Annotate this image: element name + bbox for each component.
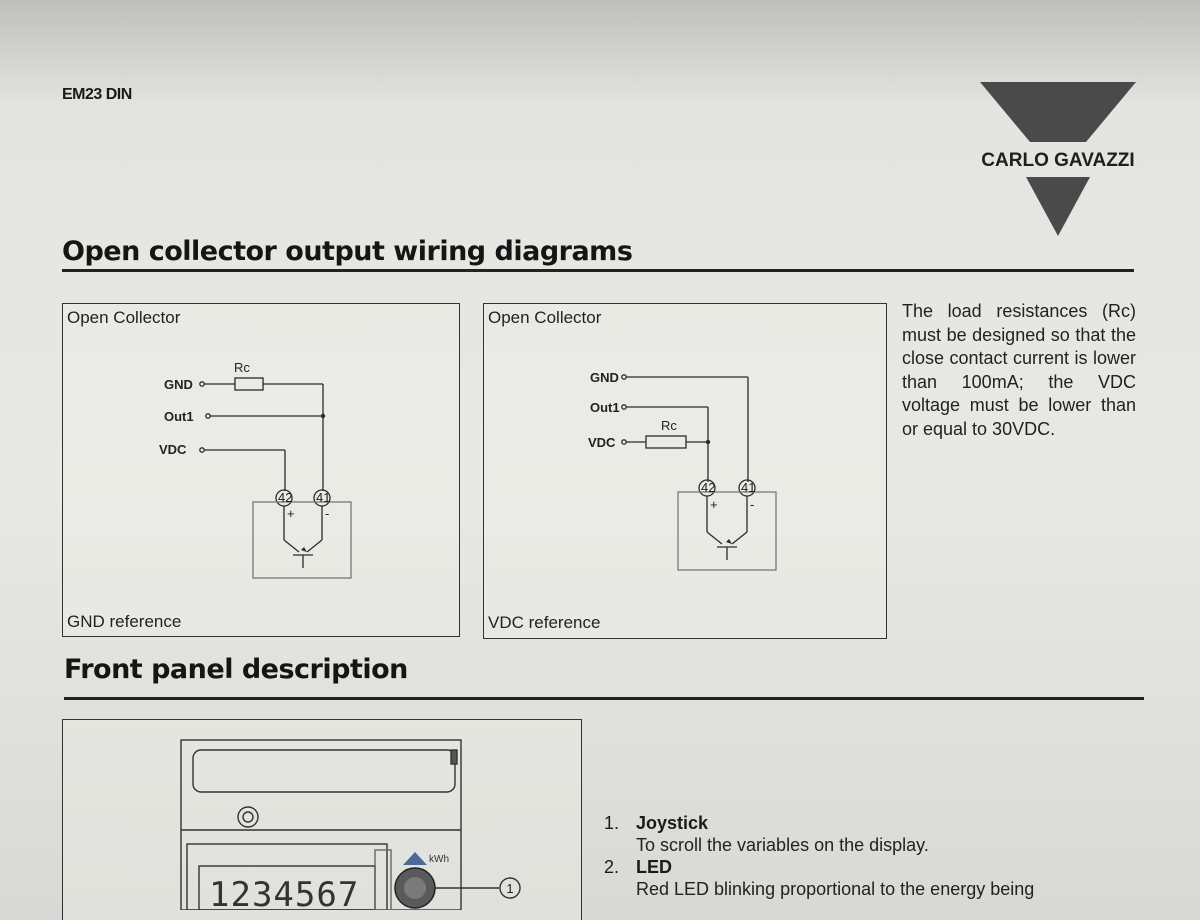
minus-sign: -	[750, 497, 754, 512]
logo-top-triangle	[980, 82, 1136, 142]
out-terminal-label: Out1	[590, 400, 620, 415]
diagram-gnd-reference: Open Collector GND reference	[62, 303, 460, 637]
lcd-frame	[186, 843, 388, 910]
load-resistance-note: The load resistances (Rc) must be design…	[902, 301, 1136, 439]
document-code: EM23 DIN	[62, 86, 132, 103]
resistor-label: Rc	[234, 360, 250, 375]
label-window	[192, 749, 456, 793]
list-item: 1. Joystick	[604, 813, 709, 833]
list-item: 2. LED	[604, 857, 672, 877]
meter-output-box	[252, 501, 352, 579]
wiring-section-title: Open collector output wiring diagrams	[62, 236, 633, 267]
vdc-terminal-label: VDC	[588, 435, 616, 450]
vdc-wiring-schematic: Rc GND Out1 VDC 42 41 + -	[588, 370, 777, 571]
vdc-terminal-label: VDC	[159, 442, 187, 457]
gnd-terminal-label: GND	[164, 377, 193, 392]
diagram-heading: Open Collector	[67, 308, 181, 327]
term-41-label: 41	[741, 480, 755, 495]
logo-bottom-triangle	[1026, 177, 1090, 236]
resistor-label: Rc	[661, 418, 677, 433]
brand-logo: CARLO GAVAZZI	[980, 82, 1136, 236]
plus-sign: +	[287, 506, 295, 521]
diagram-footer: VDC reference	[488, 613, 601, 632]
meter-output-box	[677, 491, 777, 571]
unit-label: kWh	[429, 854, 449, 865]
plus-sign: +	[710, 497, 718, 512]
led-strip	[374, 849, 392, 910]
section-rule	[62, 269, 1134, 272]
minus-sign: -	[325, 506, 329, 521]
front-panel-illustration: kWh 1234567 1	[62, 719, 582, 920]
triangle-up-icon	[403, 852, 427, 865]
sealing-screw	[237, 806, 259, 828]
item-description: Red LED blinking proportional to the ene…	[636, 879, 1035, 899]
front-panel-items: 1. Joystick To scroll the variables on t…	[604, 812, 1034, 900]
term-41-label: 41	[316, 490, 330, 505]
meter-body	[180, 739, 462, 910]
meter-front-drawing: kWh 1234567 1	[180, 739, 521, 910]
diagram-footer: GND reference	[67, 612, 182, 631]
item-title: LED	[636, 857, 672, 877]
resistor-rc	[234, 377, 264, 391]
gnd-terminal-label: GND	[590, 370, 619, 385]
diagram-vdc-reference: Open Collector VDC reference	[483, 303, 887, 639]
section-rule	[64, 697, 1144, 700]
resistor-rc	[645, 435, 687, 449]
term-42-label: 42	[701, 480, 715, 495]
out-terminal-label: Out1	[164, 409, 194, 424]
diagram-heading: Open Collector	[488, 308, 602, 327]
gnd-wiring-schematic: Rc GND Out1 VDC 42 41 + -	[159, 360, 352, 579]
window-latch	[450, 749, 458, 765]
callout-circle	[499, 877, 521, 899]
brand-name: CARLO GAVAZZI	[981, 150, 1134, 171]
front-panel-section-title: Front panel description	[64, 654, 408, 685]
callout-number: 1	[506, 881, 513, 896]
lcd-digits: 1234567	[209, 875, 359, 910]
item-description: To scroll the variables on the display.	[636, 835, 929, 855]
item-title: Joystick	[636, 813, 709, 833]
term-42-label: 42	[278, 490, 292, 505]
